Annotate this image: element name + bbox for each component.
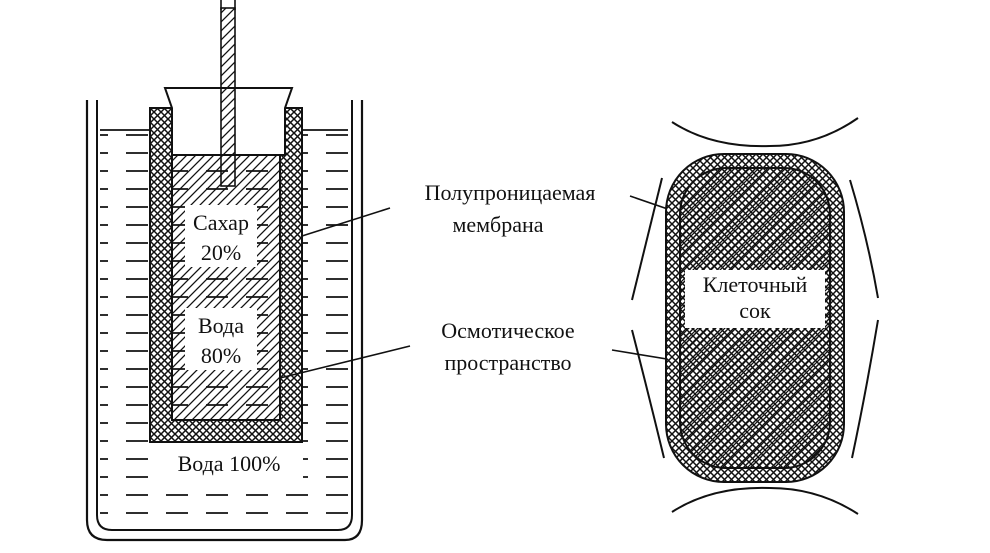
beaker-wall-inner [96, 100, 353, 531]
beaker-wall-outer [85, 100, 364, 542]
sugar-solution [171, 154, 281, 421]
cell-wall-bottom-left [671, 486, 771, 513]
cell-sap-label-line2: сок [739, 298, 771, 323]
membrane-leader-left [301, 207, 391, 237]
sugar-label-line2: 20% [201, 240, 241, 265]
cell-wall-left-lower [631, 329, 665, 459]
membrane-label-line2: мембрана [452, 212, 543, 237]
sugar-label-bg [185, 205, 257, 267]
osmotic-leader-left [279, 345, 411, 379]
water-outer-label-bg [155, 448, 303, 478]
plant-cell: Клеточный сок [631, 117, 879, 515]
beaker-apparatus: Сахар 20% Вода 80% Вода 100% [85, 0, 364, 542]
osmotic-label-line1: Осмотическое [441, 318, 574, 343]
water-inner-label-line1: Вода [198, 313, 244, 338]
cell-wall-bottom-right [769, 487, 859, 515]
cell-wall-right-upper [849, 179, 879, 299]
cell-wall-top-left [671, 121, 771, 148]
water-inner-label-bg [185, 308, 257, 370]
membrane-label-line1: Полупроницаемая [425, 180, 596, 205]
capillary-tube [220, 7, 236, 187]
water-inner-label-line2: 80% [201, 343, 241, 368]
cell-wall-top-right [769, 117, 859, 147]
osmotic-label-line2: пространство [444, 350, 571, 375]
cell-sap-label-line1: Клеточный [703, 272, 808, 297]
cell-sap-label-bg [685, 270, 825, 328]
water-outer-label: Вода 100% [178, 451, 281, 476]
sugar-label-line1: Сахар [193, 210, 249, 235]
cell-wall-left-upper [631, 177, 663, 301]
cell-wall-right-lower [851, 319, 879, 459]
